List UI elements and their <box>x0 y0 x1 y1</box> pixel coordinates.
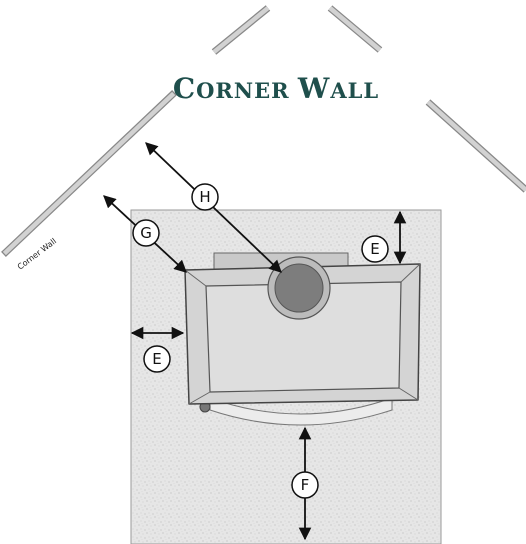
title-second-cap: W <box>297 72 330 105</box>
callout-h-label: H <box>199 188 210 206</box>
title-second-rest: ALL <box>329 78 379 103</box>
callout-e-left-label: E <box>152 350 161 368</box>
corner-wall-label: Corner Wall <box>16 237 58 272</box>
title-first-rest: ORNER <box>196 78 298 103</box>
callout-f: F <box>291 471 319 499</box>
callout-f-label: F <box>301 476 310 494</box>
stove <box>184 252 421 426</box>
corner-wall-top-right <box>327 5 383 53</box>
callout-g: G <box>132 219 160 247</box>
stove-ash-lip <box>209 397 393 426</box>
flue-collar-inner <box>274 263 324 313</box>
callout-e-top: E <box>361 235 389 263</box>
callout-h: H <box>191 183 219 211</box>
callout-e-top-label: E <box>370 240 379 258</box>
corner-wall-right <box>425 99 526 193</box>
callout-e-left: E <box>143 345 171 373</box>
page-title: CORNER WALL <box>173 72 379 105</box>
corner-wall-left <box>1 90 177 257</box>
title-first-cap: C <box>173 72 196 105</box>
corner-wall-top-left <box>211 5 271 55</box>
callout-g-label: G <box>140 224 152 242</box>
